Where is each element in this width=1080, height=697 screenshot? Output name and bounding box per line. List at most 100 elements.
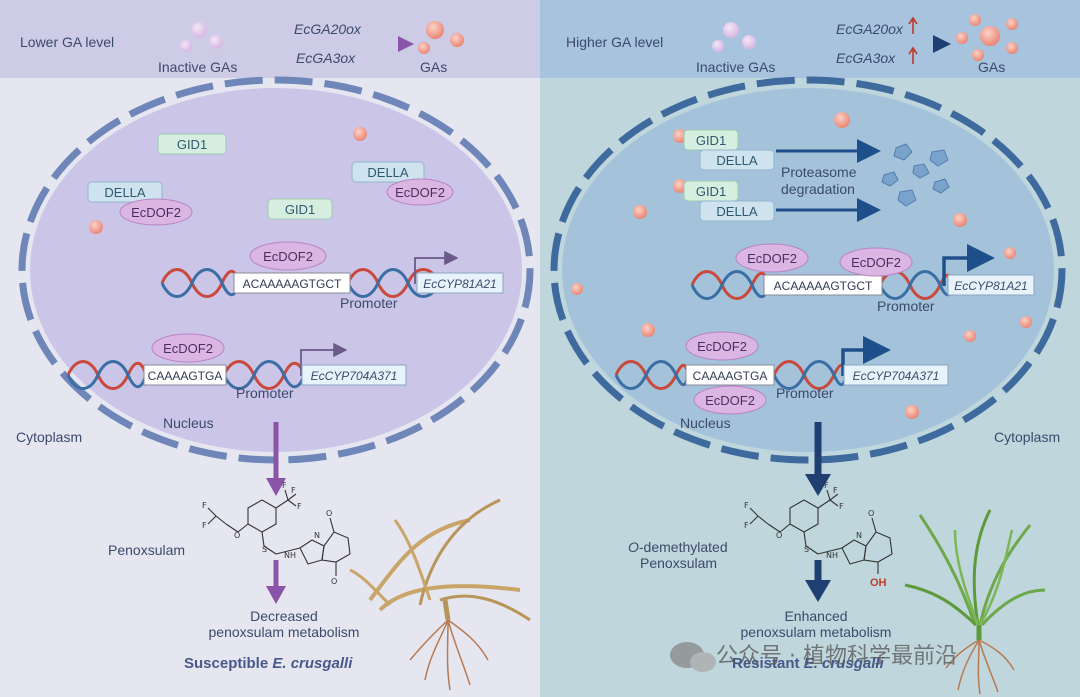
svg-text:DELLA: DELLA [104, 185, 146, 200]
chem-atom-label: F [744, 501, 749, 510]
chem-atom-label: F [744, 521, 749, 530]
right-output-arrowhead [805, 474, 831, 496]
right-gid1-della-complex-2: GID1 DELLA [673, 179, 775, 222]
ga-molecule [641, 323, 655, 337]
right-promoter-label-1: Promoter [877, 298, 935, 314]
svg-text:ACAAAAAGTGCT: ACAAAAAGTGCT [243, 277, 342, 291]
chem-atom-label: O [776, 531, 782, 540]
right-inactive-ga-dots [712, 22, 756, 52]
left-metabolism-line1: Decreased [250, 608, 318, 624]
svg-text:EcCYP81A21: EcCYP81A21 [954, 279, 1027, 293]
svg-text:ACAAAAAGTGCT: ACAAAAAGTGCT [774, 279, 873, 293]
left-gid1-box-1: GID1 [157, 133, 227, 155]
right-ecdof2-ellipse-1: EcDOF2 [735, 243, 809, 273]
svg-text:EcDOF2: EcDOF2 [131, 205, 181, 220]
left-tss-arrow-2 [300, 342, 348, 376]
susceptible-plant-illustration [349, 498, 531, 691]
chem-atom-label: F [824, 481, 829, 490]
left-della-box-2: DELLA [87, 181, 163, 203]
left-compound-label: Penoxsulam [108, 542, 185, 558]
svg-text:GID1: GID1 [696, 133, 726, 148]
right-gene-ga20ox: EcGA20ox [836, 21, 904, 37]
ga-molecule [953, 213, 967, 227]
proteasome-label: Proteasome [781, 164, 857, 180]
right-promoter-label-2: Promoter [776, 385, 834, 401]
left-gene-ga20ox: EcGA20ox [294, 21, 362, 37]
resistant-plant-illustration [904, 509, 1046, 695]
svg-text:GID1: GID1 [285, 202, 315, 217]
left-gene-box-2: EcCYP704A371 [301, 364, 407, 386]
ga-molecule [834, 112, 850, 128]
right-active-ga-dots [956, 14, 1018, 61]
svg-text:DELLA: DELLA [716, 153, 758, 168]
left-inactive-ga-dots [180, 22, 223, 52]
chem-atom-label: S [804, 545, 809, 554]
right-nucleus [562, 88, 1054, 452]
right-ecdof2-ellipse-2: EcDOF2 [839, 247, 913, 277]
svg-text:EcDOF2: EcDOF2 [851, 255, 901, 270]
left-tss-arrow-1 [414, 250, 459, 284]
right-gene-ga3ox: EcGA3ox [836, 50, 896, 66]
chem-atom-label: F [297, 502, 302, 511]
ga-molecule [1020, 316, 1032, 328]
right-compound-label-line2: Penoxsulam [640, 555, 717, 571]
left-dna-strand-1 [160, 268, 442, 298]
svg-text:EcCYP704A371: EcCYP704A371 [853, 369, 940, 383]
right-tss-arrow-2 [841, 336, 891, 376]
svg-text:GID1: GID1 [696, 184, 726, 199]
right-compound-label-line1: O-demethylated [628, 539, 728, 555]
left-ga-level-label: Lower GA level [20, 34, 114, 50]
left-ecdof2-ellipse-1: EcDOF2 [386, 178, 454, 206]
chem-atom-label: F [282, 481, 287, 490]
left-ga-arrowhead [398, 36, 414, 52]
left-ecdof2-ellipse-2: EcDOF2 [119, 198, 193, 226]
left-promoter-label-2: Promoter [236, 385, 294, 401]
svg-text:EcCYP704A371: EcCYP704A371 [311, 369, 398, 383]
right-nuclear-envelope [550, 76, 1066, 464]
svg-text:EcDOF2: EcDOF2 [263, 249, 313, 264]
right-demethylated-penoxsulam-structure [749, 489, 893, 574]
chem-atom-label: NH [826, 551, 838, 560]
degradation-label: degradation [781, 181, 855, 197]
right-ecdof2-ellipse-4: EcDOF2 [693, 385, 767, 415]
chem-atom-label: NH [284, 551, 296, 560]
watermark: 公众号 · 植物科学最前沿 [670, 642, 957, 672]
left-promoter-label-1: Promoter [340, 295, 398, 311]
chem-atom-label: O [234, 531, 240, 540]
svg-text:GID1: GID1 [177, 137, 207, 152]
chem-atom-label: O [331, 577, 337, 586]
left-nucleus-label: Nucleus [163, 415, 214, 431]
svg-text:CAAAAGTGA: CAAAAGTGA [693, 369, 768, 383]
chem-atom-label: S [262, 545, 267, 554]
svg-text:EcDOF2: EcDOF2 [395, 185, 445, 200]
watermark-text: 公众号 · 植物科学最前沿 [716, 644, 957, 669]
right-nucleus-label: Nucleus [680, 415, 731, 431]
right-gid1-della-complex-1: GID1 DELLA [673, 129, 775, 171]
left-gas-label: GAs [420, 59, 447, 75]
left-motif-box-2: CAAAAGTGA [143, 364, 227, 386]
right-motif-box-2: CAAAAGTGA [685, 364, 775, 386]
ga-molecule [571, 283, 583, 295]
hydroxyl-group-label: OH [870, 577, 887, 589]
svg-text:EcDOF2: EcDOF2 [747, 251, 797, 266]
right-cytoplasm-label: Cytoplasm [994, 429, 1060, 445]
svg-text:DELLA: DELLA [367, 165, 409, 180]
right-inactive-gas-label: Inactive GAs [696, 59, 775, 75]
right-ga-level-label: Higher GA level [566, 34, 663, 50]
chem-atom-label: O [326, 509, 332, 518]
svg-text:EcCYP81A21: EcCYP81A21 [423, 277, 496, 291]
chem-atom-label: N [314, 531, 320, 540]
ga-molecule [905, 405, 919, 419]
ga-molecule [633, 205, 647, 219]
up-arrow-icon [908, 46, 918, 64]
left-motif-box-1: ACAAAAAGTGCT [233, 272, 351, 294]
right-ga-arrowhead [933, 35, 951, 53]
ga-molecule [964, 330, 976, 342]
left-output-arrowhead [266, 478, 286, 496]
left-inactive-gas-label: Inactive GAs [158, 59, 237, 75]
right-gene-box-1: EcCYP81A21 [947, 274, 1035, 296]
right-phenotype-title: Resistant E. crusgalli [732, 655, 885, 672]
left-metabolism-line2: penoxsulam metabolism [209, 624, 360, 640]
left-header-band [0, 0, 540, 78]
